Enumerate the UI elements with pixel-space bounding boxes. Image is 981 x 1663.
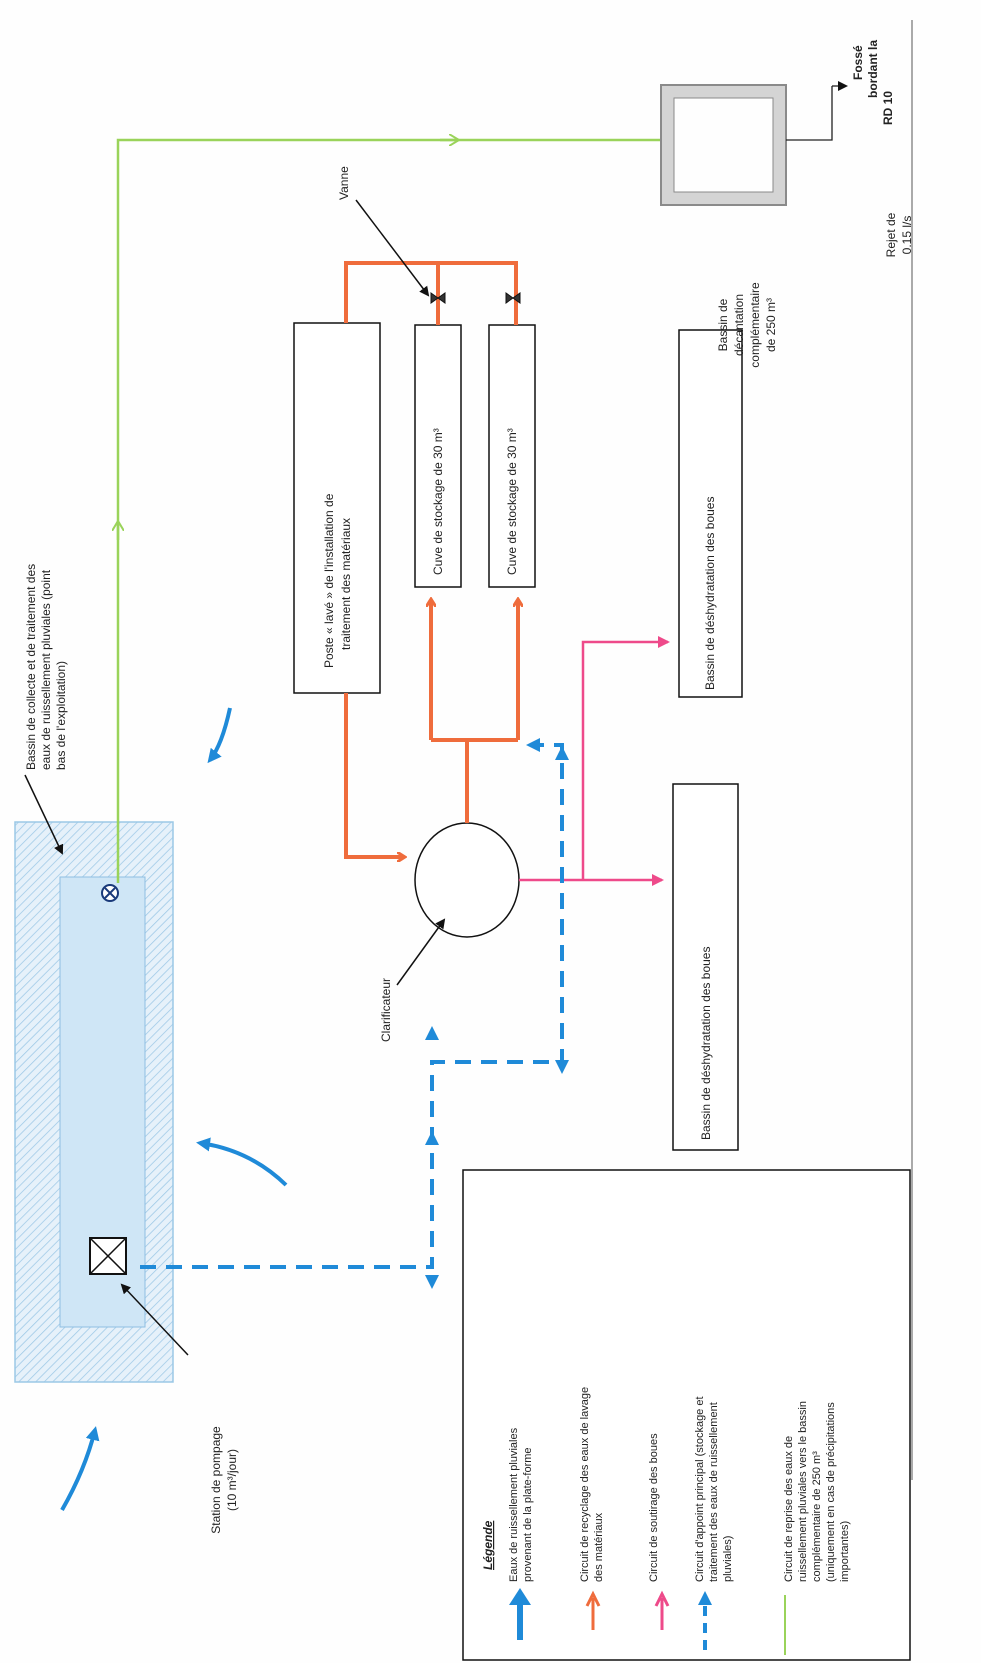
green-overflow-circuit xyxy=(118,140,670,883)
legend-label-sludge: Circuit de soutirage des boues xyxy=(648,1433,660,1582)
decantation-basin xyxy=(660,84,787,206)
storage-tank-2 xyxy=(488,324,536,588)
dewatering-basin-1-label: Bassin de déshydratation des boues xyxy=(703,497,717,690)
poste-lave-box xyxy=(293,322,381,694)
valve-icon xyxy=(430,292,446,304)
dewatering-basin-1 xyxy=(678,329,743,698)
clarifier-label: Clarificateur xyxy=(379,978,393,1042)
storage-tank-2-label: Cuve de stockage de 30 m³ xyxy=(505,428,519,575)
vanne-label: Vanne xyxy=(337,166,351,200)
collection-basin xyxy=(14,821,174,1383)
legend-swatch-runoff xyxy=(509,1588,531,1640)
pump-station-label: Station de pompage(10 m³/jour) xyxy=(209,1426,239,1534)
valve-icon xyxy=(505,292,521,304)
storage-tank-1-label: Cuve de stockage de 30 m³ xyxy=(431,428,445,575)
collection-basin-label: Bassin de collecte et de traitement dese… xyxy=(24,564,68,770)
discharge-line xyxy=(786,20,913,1480)
runoff-arrows xyxy=(60,707,288,1511)
storage-tank-1 xyxy=(414,324,462,588)
blue-dashed-arrowheads xyxy=(425,738,569,1289)
pink-sludge-circuit xyxy=(519,636,670,886)
callout-arrows xyxy=(24,199,446,1356)
legend-swatch-main-circuit xyxy=(698,1591,712,1650)
legend-swatch-recycling xyxy=(585,1590,601,1630)
blue-dashed-circuit xyxy=(140,743,564,1269)
pump-station-icon xyxy=(89,1237,127,1275)
dewatering-basin-2-label: Bassin de déshydratation des boues xyxy=(699,947,713,1140)
dewatering-basin-2 xyxy=(672,783,739,1151)
outlet-icon xyxy=(101,884,119,902)
clarifier xyxy=(414,822,520,938)
legend-label-main-circuit: Circuit d'appoint principal (stockage et… xyxy=(694,1396,734,1582)
fosse-label: Fossébordant laRD 10 xyxy=(851,40,895,125)
legend-title: Légende xyxy=(481,1520,495,1570)
legend-swatch-sludge xyxy=(654,1590,670,1630)
orange-recycling-circuit xyxy=(344,261,518,857)
